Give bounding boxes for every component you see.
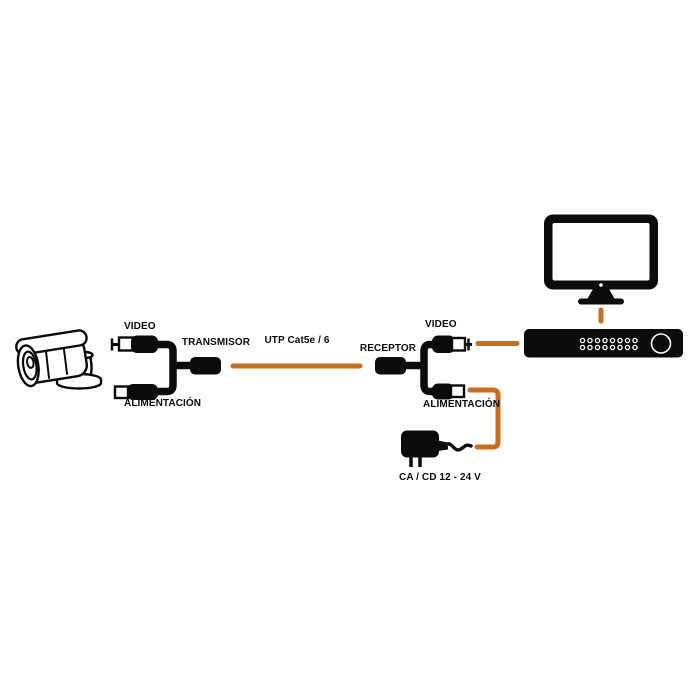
power-supply-label: CA / CD 12 - 24 V [399,472,481,483]
adapter-cord [444,442,473,452]
monitor-icon [544,214,658,305]
bnc-tip [450,336,467,352]
camera-sunshield [15,329,88,356]
receiver-balun-icon [406,335,472,400]
dvr-vent-holes [579,337,638,351]
transmitter-label: TRANSMISOR [181,337,251,348]
power-plug-body [127,384,158,400]
power-plug-body [432,383,454,400]
power-plug-tip [113,385,130,400]
dvr-video-label: VIDEO [425,319,457,330]
adapter-body [401,430,439,458]
power-adapter-icon [401,430,473,467]
camera-power-label: ALIMENTACIÓN [124,398,202,409]
camera-base-rim [55,379,103,390]
bnc-tip [117,336,135,352]
transmitter-balun-icon [110,335,191,400]
dvr-chassis [524,329,683,358]
camera-icon [15,329,103,390]
power-cable-line [467,387,501,450]
monitor-power-led [599,283,603,287]
bnc-body [432,335,455,353]
monitor-base [578,298,624,305]
power-plug-tip [449,384,466,399]
balun-y-cable [158,340,177,396]
camera-video-label: VIDEO [124,321,156,332]
receiver-label: RECEPTOR [359,343,417,354]
transmitter-box-icon [190,357,221,375]
adapter-nozzle [438,440,448,451]
utp-cable-label: UTP Cat5e / 6 [264,335,330,346]
receiver-box-icon [375,357,406,375]
bnc-body [131,335,158,353]
monitor-screen [552,223,650,281]
dvr-knob [650,333,672,354]
camera-lens [26,355,35,369]
monitor-neck [587,289,615,300]
camera-lens-ring [21,350,38,381]
dvr-icon [524,329,683,358]
dvr-power-label: ALIMENTACIÓN [423,399,501,410]
